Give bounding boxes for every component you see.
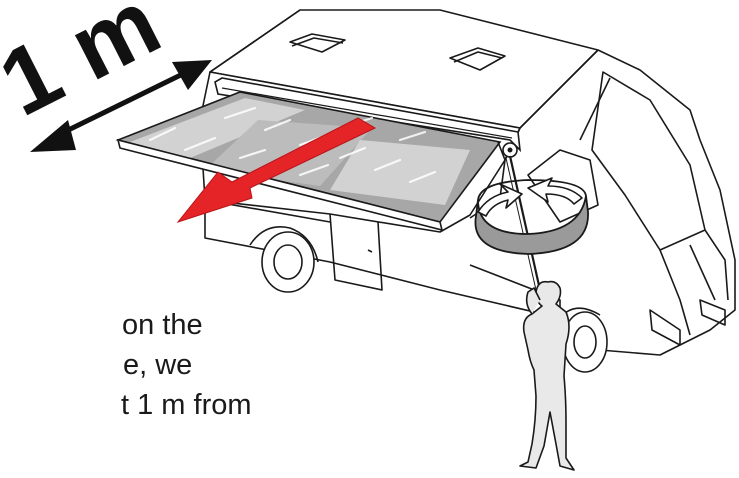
caption-line-3: t 1 m from [121, 389, 252, 421]
caption-line-2: e, we [123, 349, 192, 381]
camper-van [200, 10, 735, 372]
dimension-label-text: 1 m [0, 0, 175, 136]
rotation-arrows-icon [475, 178, 588, 254]
caption: on the e, we t 1 m from [0, 282, 252, 442]
dimension-label: 1 m [0, 0, 175, 136]
crank-rod [506, 156, 540, 290]
caption-line-1: on the [122, 309, 203, 341]
